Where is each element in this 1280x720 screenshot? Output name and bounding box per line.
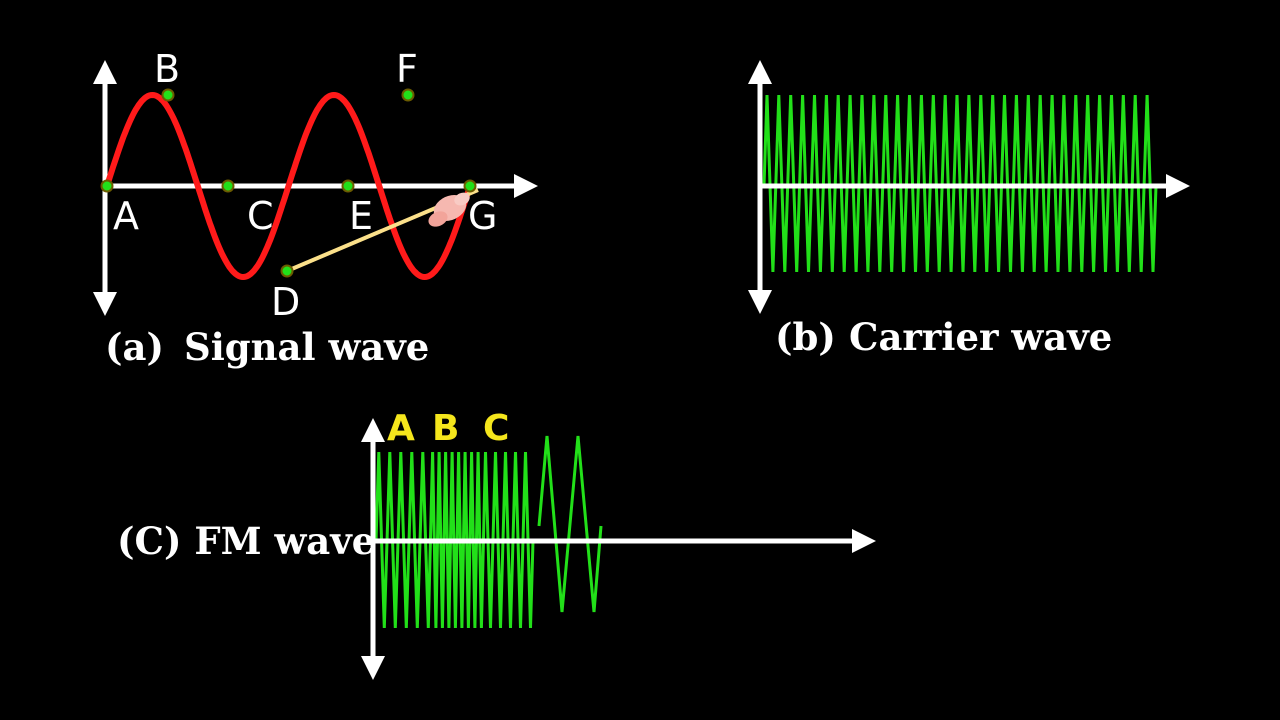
fm-region-label-b: B	[432, 408, 459, 449]
point-marker-f	[401, 88, 415, 102]
signal-wave	[104, 91, 473, 281]
point-label-e: E	[349, 194, 373, 238]
signal-point-labels: A B C D E F G	[113, 47, 497, 324]
point-marker-d	[280, 264, 294, 278]
carrier-caption-number: (b)	[775, 315, 836, 359]
point-label-b: B	[154, 47, 180, 91]
fm-y-axis	[361, 418, 385, 680]
point-marker-e	[341, 179, 355, 193]
point-marker-b	[161, 88, 175, 102]
fm-region-label-c: C	[483, 408, 509, 449]
point-label-a: A	[113, 194, 139, 238]
point-label-d: D	[271, 280, 300, 324]
signal-x-axis	[105, 174, 538, 198]
fm-wave	[374, 435, 603, 629]
point-marker-a	[100, 179, 114, 193]
carrier-x-axis	[760, 174, 1190, 198]
point-marker-c	[221, 179, 235, 193]
point-label-c: C	[247, 194, 274, 238]
fm-caption: (C) FM wave	[117, 519, 375, 563]
fm-region-label-a: A	[387, 408, 415, 449]
signal-caption-text: Signal wave	[184, 325, 429, 369]
fm-panel: A B C (C) FM wave	[117, 408, 876, 680]
signal-caption-number: (a)	[105, 325, 164, 369]
point-marker-g	[463, 179, 477, 193]
carrier-caption-text: Carrier wave	[849, 315, 1112, 359]
fm-x-axis	[373, 529, 876, 553]
carrier-panel: (b) Carrier wave	[748, 60, 1190, 359]
pointer-hand-icon	[428, 192, 470, 227]
signal-points	[100, 88, 477, 278]
signal-panel: A B C D E F G (a) Signal wave	[93, 47, 538, 369]
point-label-g: G	[468, 194, 497, 238]
point-label-f: F	[396, 47, 418, 91]
